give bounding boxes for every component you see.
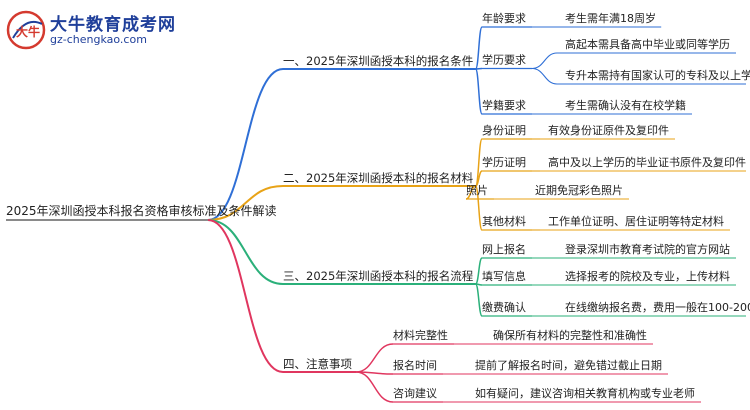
detail-text: 专升本需持有国家认可的专科及以上学历证书 bbox=[565, 68, 750, 82]
logo-name: 大牛教育成考网 bbox=[50, 15, 176, 35]
branch-link bbox=[207, 219, 284, 373]
detail-text: 提前了解报名时间，避免错过截止日期 bbox=[475, 358, 662, 372]
detail-text: 高起本需具备高中毕业或同等学历 bbox=[565, 37, 730, 51]
root-topic: 2025年深圳函授本科报名资格审核标准及条件解读 bbox=[6, 203, 277, 218]
sub-topic: 填写信息 bbox=[482, 269, 526, 283]
branch-label: 一、2025年深圳函授本科的报名条件 bbox=[283, 54, 473, 68]
branch-link bbox=[207, 219, 284, 285]
detail-text: 选择报考的院校及专业，上传材料 bbox=[565, 269, 730, 283]
sub-topic: 身份证明 bbox=[482, 123, 526, 137]
site-logo: 大牛 大牛教育成考网 gz-chengkao.com bbox=[6, 8, 206, 52]
logo-url: gz-chengkao.com bbox=[50, 33, 147, 46]
logo-mark-icon: 大牛 bbox=[6, 10, 46, 50]
sub-link bbox=[355, 343, 394, 373]
branch-label: 三、2025年深圳函授本科的报名流程 bbox=[283, 269, 474, 283]
detail-text: 确保所有材料的完整性和准确性 bbox=[493, 328, 647, 342]
sub-topic: 材料完整性 bbox=[393, 328, 448, 342]
sub-topic: 咨询建议 bbox=[393, 386, 437, 400]
branch-label: 四、注意事项 bbox=[283, 357, 352, 371]
sub-link bbox=[474, 68, 483, 115]
sub-topic: 网上报名 bbox=[482, 242, 526, 256]
detail-text: 考生需年满18周岁 bbox=[565, 11, 656, 25]
sub-link bbox=[474, 257, 483, 285]
detail-text: 有效身份证原件及复印件 bbox=[548, 123, 669, 137]
logo-glyph: 大牛 bbox=[16, 24, 40, 39]
sub-topic: 学历证明 bbox=[482, 155, 526, 169]
sub-topic: 学历要求 bbox=[482, 53, 526, 67]
sub-link bbox=[475, 170, 483, 187]
sub-link bbox=[474, 283, 483, 317]
detail-text: 考生需确认没有在校学籍 bbox=[565, 98, 686, 112]
detail-text: 近期免冠彩色照片 bbox=[535, 183, 623, 197]
detail-text: 如有疑问，建议咨询相关教育机构或专业老师 bbox=[475, 386, 695, 400]
sub-topic: 照片 bbox=[466, 184, 488, 197]
detail-text: 在线缴纳报名费，费用一般在100-200元之间 bbox=[565, 300, 750, 314]
sub-topic: 年龄要求 bbox=[482, 11, 526, 25]
sub-link bbox=[475, 67, 483, 70]
sub-link bbox=[474, 26, 483, 70]
branch-link bbox=[207, 185, 284, 221]
sub-topic: 其他材料 bbox=[482, 214, 526, 228]
sub-topic: 学籍要求 bbox=[482, 98, 526, 112]
detail-link bbox=[531, 67, 558, 85]
sub-link bbox=[474, 185, 483, 231]
sub-link bbox=[355, 371, 394, 403]
detail-text: 高中及以上学历的毕业证书原件及复印件 bbox=[548, 155, 746, 169]
detail-text: 工作单位证明、居住证明等特定材料 bbox=[548, 214, 724, 228]
branch-label: 二、2025年深圳函授本科的报名材料 bbox=[283, 171, 474, 185]
detail-text: 登录深圳市教育考试院的官方网站 bbox=[565, 242, 730, 256]
sub-topic: 缴费确认 bbox=[482, 300, 526, 314]
branch-link bbox=[207, 68, 284, 221]
detail-link bbox=[531, 52, 558, 70]
sub-topic: 报名时间 bbox=[393, 358, 437, 372]
